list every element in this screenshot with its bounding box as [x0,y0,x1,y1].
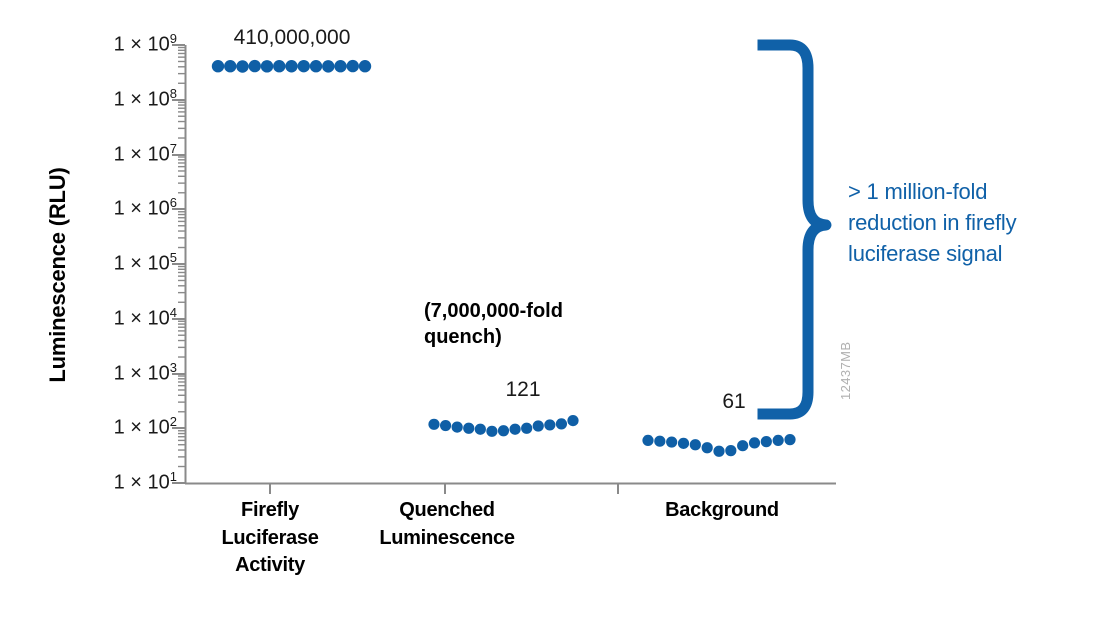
y-tick-exponent: 5 [169,249,177,265]
y-tick-label-1e8: 1 × 108 [85,85,177,112]
y-tick-exponent: 8 [169,85,177,101]
data-point [725,445,737,457]
data-point [497,425,510,437]
data-point [463,422,475,434]
data-point [346,59,359,73]
x-category-label-quenched-luminescence: Quenched Luminescence [342,497,552,552]
y-tick-label-1e3: 1 × 103 [85,359,177,386]
data-point [334,59,347,73]
x-category-line1: Quenched [399,499,495,521]
y-axis-major-ticks [172,44,185,484]
brace-bracket-icon [757,39,832,420]
value-label-background: 61 [722,390,746,413]
y-axis-minor-ticks [178,46,185,468]
data-point [260,60,274,73]
y-tick-mantissa: 1 × 10 [113,307,170,330]
y-tick-label-1e2: 1 × 102 [85,413,177,440]
data-point [273,59,286,73]
data-point [428,418,440,430]
data-point [285,60,298,73]
y-tick-mantissa: 1 × 10 [113,88,170,111]
data-point [567,414,579,427]
data-point [509,423,521,435]
x-category-line1: Background [665,499,779,521]
callout-line1: > 1 million-fold [848,179,988,204]
value-label-quenched: 121 [505,378,541,401]
y-tick-mantissa: 1 × 10 [113,252,170,275]
y-tick-exponent: 3 [169,359,177,375]
data-point [701,442,713,454]
value-label-firefly: 410,000,000 [233,26,351,49]
y-tick-mantissa: 1 × 10 [113,143,170,166]
data-point [358,59,372,73]
data-point [309,59,323,73]
y-tick-exponent: 6 [169,194,177,210]
callout-annotation: > 1 million-fold reduction in firefly lu… [848,176,1110,270]
x-category-line1: Firefly [241,499,299,521]
data-point [689,439,701,451]
y-tick-mantissa: 1 × 10 [113,362,170,385]
data-point [236,60,249,73]
data-points-background [642,434,796,457]
y-axis-tick-label-group: 1 × 109 1 × 108 1 × 107 1 × 106 1 × 105 … [85,0,177,619]
y-tick-label-1e1: 1 × 101 [85,468,177,495]
data-points-firefly-luciferase-activity [211,59,372,73]
y-tick-label-1e5: 1 × 105 [85,249,177,276]
x-category-label-background: Background [617,497,827,525]
y-tick-exponent: 2 [169,413,177,429]
data-point [772,434,784,446]
data-point [211,59,225,73]
y-tick-exponent: 1 [169,468,177,484]
quench-fold-annotation-line1: (7,000,000-fold [424,300,563,322]
data-point [713,445,725,457]
y-tick-mantissa: 1 × 10 [113,197,170,220]
callout-line3: luciferase signal [848,241,1003,267]
x-category-line2: Luciferase [221,526,319,549]
data-point [474,423,486,435]
data-point [486,425,498,437]
y-tick-label-1e9: 1 × 109 [85,30,177,57]
data-point [532,420,544,432]
y-tick-label-1e6: 1 × 106 [85,194,177,221]
data-point [654,435,666,447]
y-tick-label-1e4: 1 × 104 [85,304,177,331]
y-tick-mantissa: 1 × 10 [113,471,170,494]
data-points-quenched-luminescence [428,414,579,437]
x-category-label-firefly-luciferase-activity: Firefly Luciferase Activity [165,497,375,580]
quench-fold-annotation: (7,000,000-fold quench) [424,298,654,350]
data-point [555,418,568,430]
data-point [248,59,261,73]
callout-line2: reduction in firefly [848,210,1017,236]
y-tick-label-1e7: 1 × 107 [85,140,177,167]
y-tick-mantissa: 1 × 10 [113,33,170,56]
x-category-line2: Luminescence [379,526,515,549]
data-point [642,434,654,446]
data-point [224,59,237,73]
data-point [521,422,533,434]
data-point [737,440,749,452]
y-tick-exponent: 4 [169,304,177,320]
data-point [544,419,556,431]
data-point [322,60,335,73]
data-point [451,421,463,433]
data-point [439,419,452,432]
x-axis-category-ticks [269,483,619,494]
data-point [748,437,761,449]
y-tick-mantissa: 1 × 10 [113,416,170,439]
quench-fold-annotation-line2: quench) [424,326,502,348]
data-point [677,437,690,449]
data-point [666,436,678,448]
y-tick-exponent: 9 [169,30,177,46]
x-category-line3: Activity [235,554,305,577]
data-point [784,434,796,446]
data-point [760,436,772,448]
watermark-code: 12437MB [838,341,853,400]
y-tick-exponent: 7 [169,140,177,156]
data-point [297,59,310,73]
